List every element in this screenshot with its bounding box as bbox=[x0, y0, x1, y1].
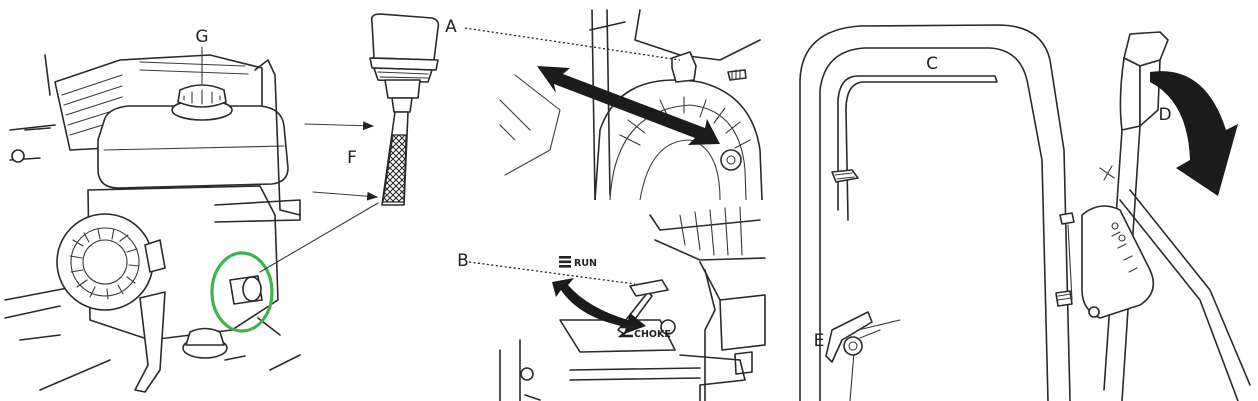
label-e: E bbox=[814, 331, 825, 351]
choke-detail bbox=[499, 206, 766, 401]
three-bars-icon bbox=[559, 256, 571, 268]
label-g: G bbox=[195, 27, 208, 47]
choke-label: CHOKE bbox=[634, 329, 671, 340]
z-choke-icon bbox=[617, 325, 636, 338]
run-marking: RUN bbox=[559, 256, 597, 269]
lever-arrow bbox=[1150, 71, 1238, 196]
label-b: B bbox=[457, 251, 469, 271]
run-label: RUN bbox=[574, 258, 597, 269]
choke-marking: CHOKE bbox=[617, 325, 671, 340]
handle-illustration bbox=[799, 24, 1251, 401]
oil-fill-highlight bbox=[210, 251, 274, 333]
label-d: D bbox=[1158, 105, 1171, 125]
oil-dipstick bbox=[369, 13, 440, 206]
throttle-arrow bbox=[537, 66, 720, 145]
label-c: C bbox=[926, 54, 938, 74]
choke-arrow bbox=[552, 278, 646, 334]
label-a: A bbox=[445, 17, 457, 37]
label-f: F bbox=[347, 148, 357, 168]
engine-illustration bbox=[4, 46, 301, 393]
